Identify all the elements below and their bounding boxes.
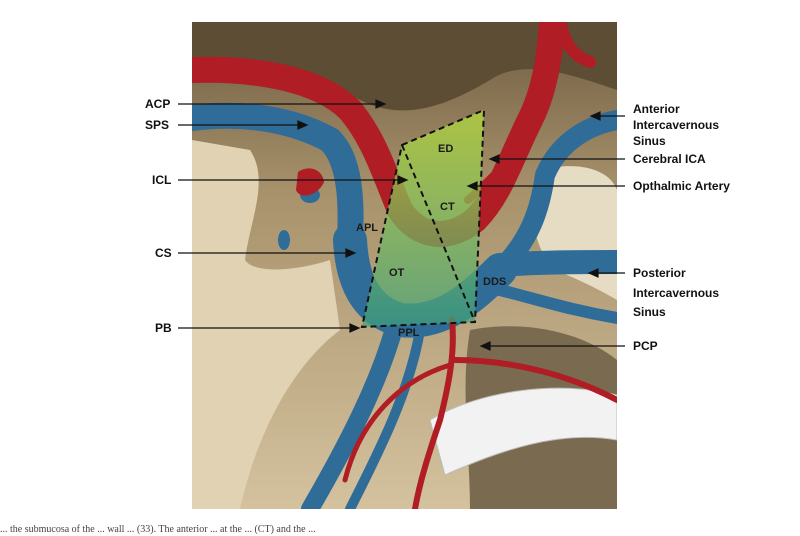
label-pcp: PCP	[633, 339, 658, 353]
vein-lumen-lower	[278, 230, 290, 250]
label-opthalmic-artery: Opthalmic Artery	[633, 179, 730, 193]
zone-label-apl: APL	[356, 222, 378, 234]
arrowhead-opthalmic	[466, 181, 478, 191]
lateral-bone	[192, 140, 340, 509]
zone-label-ppl: PPL	[398, 327, 420, 339]
zone-label-ot: OT	[389, 267, 405, 279]
label-posterior-line3: Sinus	[633, 305, 666, 319]
zone-label-ed: ED	[438, 143, 453, 155]
posterior-artery-branch	[412, 317, 456, 509]
basilar-plexus-right	[345, 325, 425, 509]
label-sps: SPS	[145, 118, 169, 132]
sinus-branch	[494, 284, 617, 324]
label-anterior-line2: Intercavernous	[633, 118, 719, 132]
surgical-zones	[360, 108, 486, 329]
ica-branch-top	[554, 22, 596, 68]
arrowhead-pb	[349, 323, 361, 333]
basilar-plexus-left	[301, 316, 404, 509]
label-icl: ICL	[152, 173, 171, 187]
label-posterior-line1: Posterior	[633, 266, 686, 280]
figure-caption: ... the submucosa of the ... wall ... (3…	[0, 524, 316, 535]
arrowhead-posterior-sinus	[587, 268, 599, 278]
superior-petrosal-sinus	[192, 102, 364, 253]
posterior-intercavernous-sinus	[488, 250, 617, 277]
nerve-band	[429, 387, 617, 476]
arrowhead-icl	[397, 175, 409, 185]
anterior-clinoid-bone	[192, 22, 617, 111]
label-anterior-line3: Sinus	[633, 134, 666, 148]
label-posterior-line2: Intercavernous	[633, 286, 719, 300]
bone-artery-lumen	[296, 168, 324, 196]
leader-lines	[178, 99, 625, 351]
label-cerebral-ica: Cerebral ICA	[633, 152, 706, 166]
zone-region	[362, 110, 484, 327]
hypophyseal-artery	[452, 357, 617, 403]
zone-divider	[401, 144, 476, 323]
arrowhead-cs	[345, 248, 357, 258]
label-cs: CS	[155, 246, 172, 260]
anterior-intercavernous-sinus	[490, 110, 617, 280]
label-acp: ACP	[145, 97, 170, 111]
arrowhead-anterior-sinus	[589, 111, 601, 121]
illustration	[192, 22, 617, 509]
arrowhead-cerebral-ica	[488, 154, 500, 164]
zone-label-ct: CT	[440, 201, 455, 213]
arrowhead-pcp	[479, 341, 491, 351]
label-pb: PB	[155, 321, 172, 335]
arrowhead-sps	[297, 120, 309, 130]
label-anterior-line1: Anterior	[633, 102, 680, 116]
meningeal-branch	[342, 362, 453, 483]
zone-label-dds: DDS	[483, 276, 506, 288]
arrowhead-acp	[375, 99, 387, 109]
